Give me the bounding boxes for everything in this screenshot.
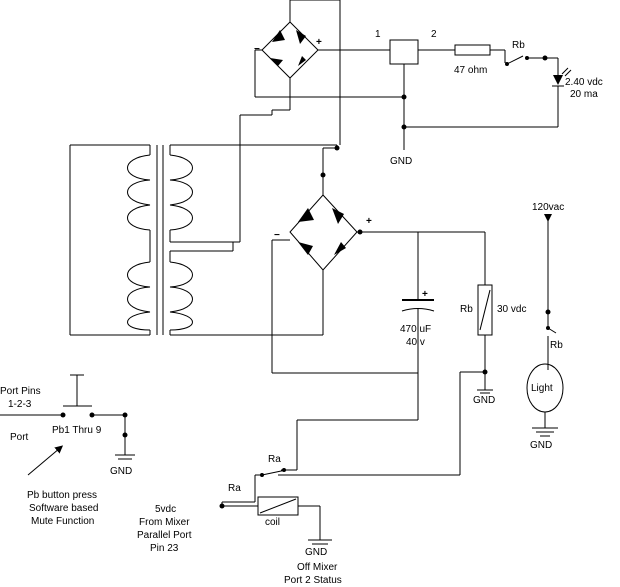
pb-note-line-3: Mute Function bbox=[31, 516, 94, 527]
node-1-label: 1 bbox=[375, 29, 381, 40]
resistor-value-label: 47 ohm bbox=[454, 65, 487, 76]
mixer-line-2: From Mixer bbox=[139, 517, 190, 528]
bridge-lower-diodes bbox=[298, 208, 346, 255]
gnd-mid-label: GND bbox=[473, 395, 495, 406]
pb-note-line-1: Pb button press bbox=[27, 490, 97, 501]
bridge-rectifier-top: − + bbox=[254, 0, 405, 145]
light-circuit: 120vac Rb Light GND bbox=[526, 202, 564, 451]
secondary-winding-upper bbox=[169, 144, 337, 243]
coil-label: coil bbox=[265, 517, 280, 528]
bridge2-minus-label: − bbox=[274, 230, 280, 241]
relay-ra-circuit: Ra Ra coil GND 5vdc From Mixer Parallel … bbox=[137, 454, 342, 586]
bridge1-minus-label: − bbox=[254, 44, 260, 55]
primary-winding bbox=[69, 144, 151, 336]
port-pins-label-2: 1-2-3 bbox=[8, 399, 32, 410]
led-voltage-label: 2.40 vdc bbox=[565, 77, 603, 88]
bridge-top-diodes bbox=[270, 30, 306, 66]
gnd-top-label: GND bbox=[390, 156, 412, 167]
bridge2-plus-label: + bbox=[366, 216, 372, 227]
cap-value-label: 470 uF bbox=[400, 324, 431, 335]
mixer-line-1: 5vdc bbox=[155, 504, 176, 515]
port-label: Port bbox=[10, 432, 29, 443]
resistor-47ohm bbox=[454, 44, 491, 56]
rb-top-label: Rb bbox=[512, 40, 525, 51]
off-mixer-line-1: Off Mixer bbox=[297, 562, 338, 573]
gnd-coil-label: GND bbox=[305, 547, 327, 558]
cap-voltage-label: 40 v bbox=[406, 337, 425, 348]
led-current-label: 20 ma bbox=[570, 89, 598, 100]
bridge-rectifier-lower: − + + 470 uF 40 v Rb 30 vdc bbox=[271, 145, 526, 476]
relay-rb-coil: Rb 30 vdc GND bbox=[278, 232, 526, 476]
ra-left-label: Ra bbox=[228, 483, 241, 494]
transformer bbox=[69, 110, 337, 336]
transformer-core bbox=[156, 145, 164, 335]
gnd-light-label: GND bbox=[530, 440, 552, 451]
gnd-pb-label: GND bbox=[110, 466, 132, 477]
mixer-line-4: Pin 23 bbox=[150, 543, 179, 554]
light-label: Light bbox=[531, 383, 553, 394]
node-2-label: 2 bbox=[431, 29, 437, 40]
rb-coil-label: Rb bbox=[460, 304, 473, 315]
led-diode bbox=[553, 75, 563, 85]
cap-plus-label: + bbox=[422, 289, 428, 300]
pb-label: Pb1 Thru 9 bbox=[52, 425, 102, 436]
mixer-line-3: Parallel Port bbox=[137, 530, 192, 541]
pushbutton-circuit: Port Pins 1-2-3 GND Pb1 Thru 9 Port Pb b… bbox=[0, 374, 135, 527]
filter-capacitor: + 470 uF 40 v bbox=[400, 232, 435, 420]
ac-supply-label: 120vac bbox=[532, 202, 564, 213]
ra-switch-label: Ra bbox=[268, 454, 281, 465]
rb-coil-voltage-label: 30 vdc bbox=[497, 304, 526, 315]
regulator-led-branch: 1 2 47 ohm Rb 2.40 vdc 20 ma GND bbox=[375, 29, 603, 167]
bridge1-plus-label: + bbox=[316, 37, 322, 48]
pb-note-line-2: Software based bbox=[29, 503, 99, 514]
secondary-winding-lower bbox=[169, 250, 323, 336]
rb-light-label: Rb bbox=[550, 340, 563, 351]
off-mixer-line-2: Port 2 Status bbox=[284, 575, 342, 586]
port-pins-label-1: Port Pins bbox=[0, 386, 41, 397]
regulator-box bbox=[389, 39, 419, 65]
